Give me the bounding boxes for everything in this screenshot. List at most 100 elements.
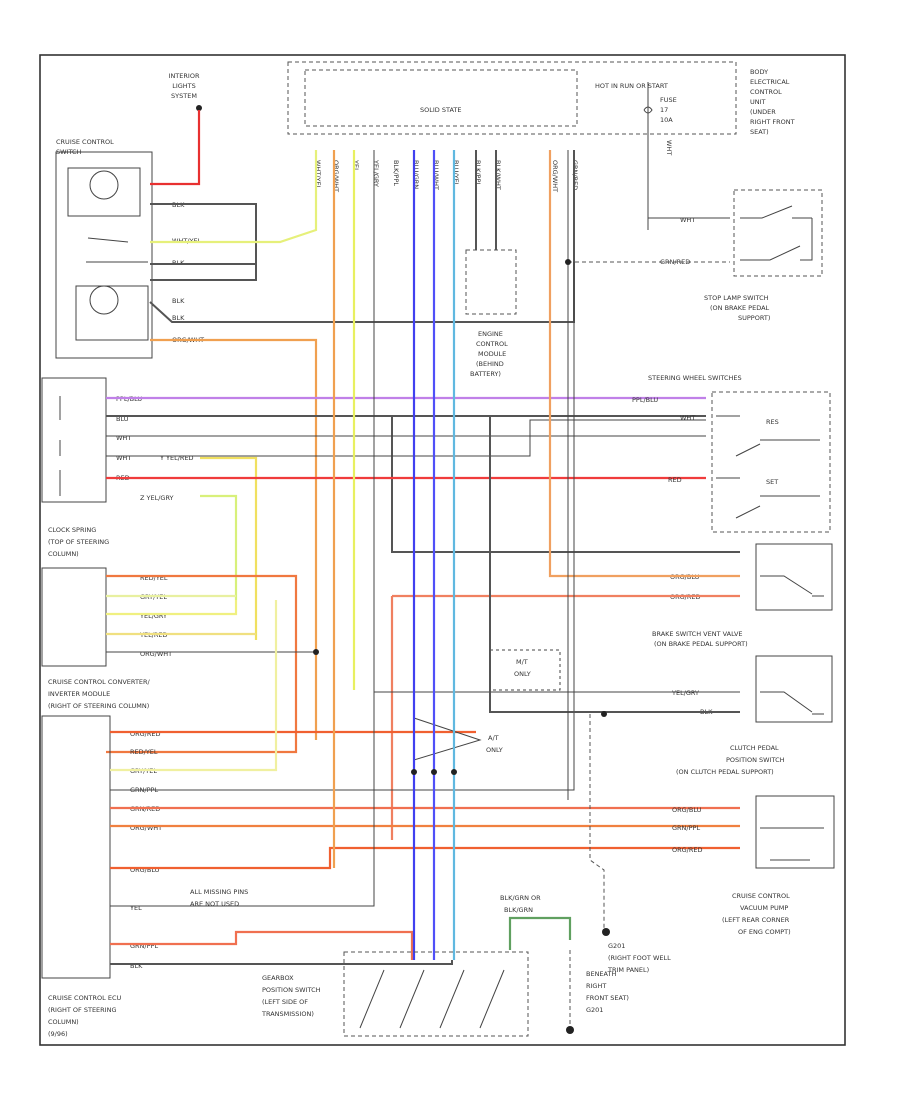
top-wire-label-3: YEL — [352, 159, 360, 172]
solid-state-label: SOLID STATE — [420, 106, 461, 114]
diagram-frame — [39, 54, 846, 1046]
beneath-seat-label-2: RIGHT — [586, 982, 606, 990]
wire-red-yel-clock — [106, 574, 298, 754]
stop-lamp-wire-wht: WHT — [680, 216, 695, 224]
steering-connector-left — [41, 377, 107, 503]
gearbox-label-2: POSITION SWITCH — [262, 986, 321, 994]
clock-label-1: RED/YEL — [140, 574, 168, 582]
clutch-label-2: POSITION SWITCH — [726, 756, 785, 764]
stop-lamp-label-3: SUPPORT) — [738, 314, 770, 322]
hot-in-run-start-label: HOT IN RUN OR START — [595, 82, 668, 90]
switch-lamp-icon-1 — [89, 170, 119, 200]
conv-label-1: ORG/RED — [130, 730, 161, 738]
wire-org-blu-brake — [548, 150, 740, 578]
wire-blk-grn — [508, 916, 572, 950]
body-ecu-label-1: BODY — [750, 68, 768, 76]
interior-lights-label-1: INTERIOR — [169, 72, 200, 80]
switch-wire-label-4: BLK — [172, 297, 185, 305]
top-wire-label-8: BLU/YEL — [452, 160, 460, 187]
clock-spring-wire-labels: RED/YEL GRY/YEL YEL/GRY YEL/RED ORG/WHT — [139, 574, 172, 658]
wire-org-wht-switch — [150, 338, 318, 740]
top-wire-label-2: ORG/WHT — [332, 160, 340, 192]
ecm-label-4: (BEHIND — [476, 360, 504, 368]
fuse-label-2: 17 — [660, 106, 668, 114]
wire-blk-switch-2 — [150, 264, 257, 281]
cruise-switch-label-1: CRUISE CONTROL — [56, 138, 114, 146]
stop-lamp-switch-box — [733, 189, 823, 277]
fuse-label-3: 10A — [660, 116, 673, 124]
steer-left-label-7: Z YEL/GRY — [140, 494, 174, 502]
steering-left-wire-labels: PPL/BLU BLU WHT WHT Y YEL/RED RED Z YEL/… — [116, 395, 194, 502]
wire-yel-gry-clock — [106, 600, 238, 616]
switch-lamp-icon-2 — [89, 285, 119, 315]
interior-lights-switch: INTERIOR LIGHTS SYSTEM — [169, 72, 202, 111]
beneath-seat-label-4: G201 — [586, 1006, 603, 1014]
ecu-label-4: (9/96) — [48, 1030, 68, 1038]
solid-state-inner-box — [304, 69, 578, 127]
gearbox-label-4: TRANSMISSION) — [261, 1010, 314, 1018]
ecm-label-1: ENGINE — [478, 330, 503, 338]
top-wire-label-5: BLK/PPL — [392, 160, 400, 186]
steer-left-label-5: Y YEL/RED — [159, 454, 194, 462]
steer-left-label-3: WHT — [116, 434, 131, 442]
interior-lights-label-2: LIGHTS — [172, 82, 196, 90]
at-only-label-2: ONLY — [486, 746, 503, 754]
top-wire-label-6: BLU/GRN — [412, 160, 420, 189]
ground-beneath-seat — [566, 1026, 574, 1034]
wire-yel-conv — [110, 150, 375, 907]
converter-label-3: (RIGHT OF STEERING COLUMN) — [48, 702, 149, 710]
top-wire-label-10: BLK/WHT — [494, 160, 502, 190]
steer-right-label-3: RED — [668, 476, 682, 484]
clock-label-5: ORG/WHT — [140, 650, 172, 658]
ground-g201 — [602, 928, 610, 936]
stop-lamp-label-1: STOP LAMP SWITCH — [704, 294, 769, 302]
cruise-control-switch-box — [55, 151, 153, 359]
stop-lamp-label-2: (ON BRAKE PEDAL — [710, 304, 770, 312]
g201-label-2: (RIGHT FOOT WELL — [608, 954, 671, 962]
converter-label-2: INVERTER MODULE — [48, 690, 110, 698]
ecu-label-2: (RIGHT OF STEERING — [48, 1006, 117, 1014]
converter-wire-labels: ORG/RED RED/YEL GRY/YEL GRN/PPL GRN/RED … — [129, 730, 162, 970]
interior-lights-label-3: SYSTEM — [171, 92, 197, 100]
wire-blk-conv — [110, 960, 453, 965]
top-wire-label-11: ORG/WHT — [551, 160, 559, 192]
clutch-switch-box — [755, 655, 833, 723]
brake-switch-label-1: BRAKE SWITCH VENT VALVE — [652, 630, 743, 638]
wire-gry-yel-conv — [110, 600, 278, 772]
clutch-switch-contact — [760, 691, 824, 715]
blk-wire-label-1: BLK/GRN OR — [500, 894, 541, 902]
g201-label-3: TRIM PANEL) — [607, 966, 649, 974]
clock-label-3: YEL/GRY — [139, 612, 167, 620]
splice-2 — [431, 769, 437, 775]
cruise-switch-label-2: SWITCH — [56, 148, 82, 156]
body-ecu-label-7: SEAT) — [750, 128, 769, 136]
converter-module-box — [41, 715, 111, 979]
gearbox-label-3: (LEFT SIDE OF — [262, 998, 308, 1006]
wire-grn-ppl-conv — [110, 262, 575, 791]
g201-label-1: G201 — [608, 942, 625, 950]
splice-5 — [601, 711, 607, 717]
ecm-label-3: MODULE — [478, 350, 506, 358]
engine-control-module-box — [465, 249, 517, 315]
gearbox-contacts — [359, 969, 505, 1029]
wire-blk-clutch — [489, 416, 740, 713]
vacuum-wire-label-1: ORG/BLU — [672, 806, 702, 814]
conv-label-10: BLK — [130, 962, 143, 970]
engine-control-module-label: ENGINE CONTROL MODULE (BEHIND BATTERY) — [470, 330, 508, 378]
converter-label-1: CRUISE CONTROL CONVERTER/ — [48, 678, 151, 686]
wire-red-interior — [150, 110, 201, 186]
steer-right-label-2: WHT — [680, 414, 695, 422]
gearbox-label-1: GEARBOX — [262, 974, 294, 982]
clutch-label-3: (ON CLUTCH PEDAL SUPPORT) — [676, 768, 774, 776]
blk-wire-label-2: BLK/GRN — [504, 906, 533, 914]
wire-yel-red-steer — [200, 456, 258, 640]
conv-label-2: RED/YEL — [130, 748, 158, 756]
vacuum-wire-label-3: ORG/RED — [672, 846, 703, 854]
wire-yel-gry-steer — [200, 494, 238, 600]
steer-right-label-1: PPL/BLU — [632, 396, 658, 404]
brake-switch-box — [755, 543, 833, 611]
steer-left-label-2: BLU — [116, 415, 129, 423]
res-label: RES — [766, 418, 779, 426]
clutch-label-1: CLUTCH PEDAL — [730, 744, 779, 752]
splice-1 — [411, 769, 417, 775]
